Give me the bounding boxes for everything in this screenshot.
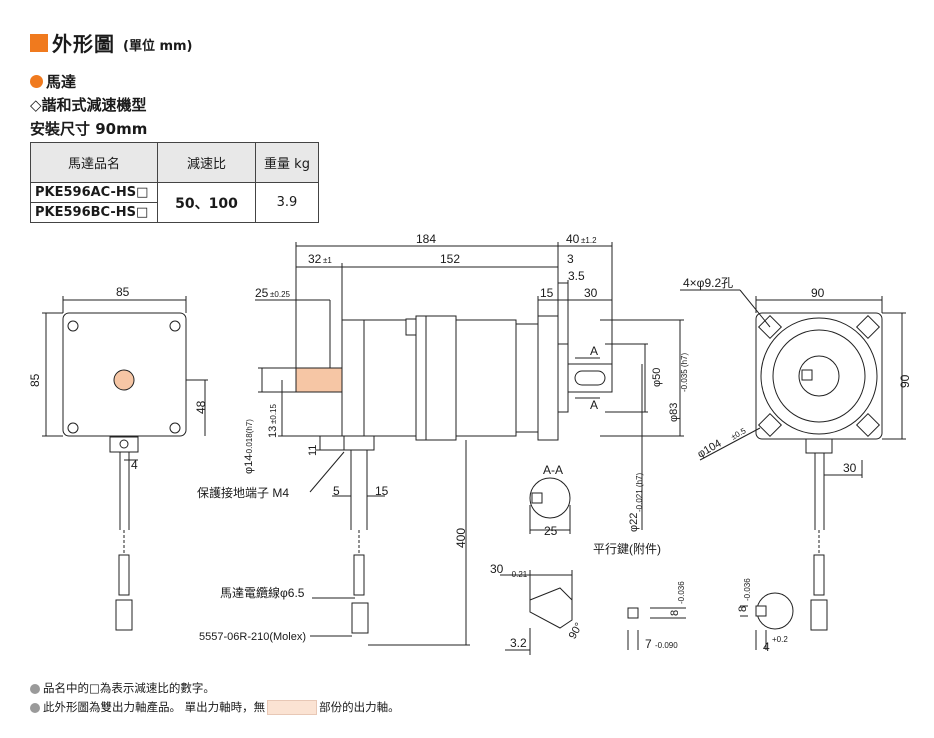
note-bullet-icon [30, 683, 40, 694]
dim-3: 3 [567, 252, 574, 266]
key-title: 平行鍵(附件) [593, 541, 661, 556]
dim-front-width: 85 [116, 285, 130, 299]
key-dim-8b: 8 [737, 606, 749, 612]
dim-phi14-tol: -0.018(h7) [245, 419, 254, 456]
dim-end-width: 90 [811, 286, 825, 300]
weight-cell: 3.9 [255, 182, 319, 223]
ratio-cell: 50、100 [157, 182, 256, 223]
title-marker-icon [30, 33, 48, 52]
key-dim-8b-tol: -0.036 [743, 578, 752, 601]
dim-front-center: 48 [194, 400, 208, 414]
dim-5: 5 [333, 484, 340, 498]
note-1: 品名中的□為表示減速比的數字。 [30, 679, 400, 698]
dim-3-5: 3.5 [568, 269, 585, 283]
dim-13: 13 [267, 426, 279, 438]
dim-phi83-tol: -0.035 (h7) [680, 353, 689, 392]
dim-pcd: φ104 [696, 437, 724, 460]
bullet-icon [30, 75, 43, 88]
dim-phi22: φ22 [628, 513, 640, 532]
shaft-end-circle [113, 369, 135, 391]
col-header-model: 馬達品名 [30, 142, 158, 183]
dim-40-tol: ±1.2 [581, 236, 597, 245]
section-aa-title: A-A [543, 463, 563, 477]
ground-terminal-label: 保護接地端子 M4 [197, 485, 289, 500]
dim-overall: 184 [416, 232, 436, 246]
dim-phi22-tol: -0.021 (h7) [635, 473, 644, 512]
model-cell: PKE596AC-HS□ [30, 182, 158, 203]
dim-30: 30 [584, 286, 598, 300]
dim-front-offset: 4 [131, 458, 138, 472]
model-cell: PKE596BC-HS□ [30, 202, 158, 223]
dim-pcd-tol: ±0.5 [730, 426, 748, 442]
dim-end-height: 90 [898, 374, 912, 388]
note-2-text-a: 此外形圖為雙出力軸產品。 單出力軸時，無 [43, 700, 266, 714]
dim-25: 25 [255, 286, 269, 300]
page-title: 外形圖 (單位 mm) [30, 28, 193, 57]
output-shaft [295, 367, 343, 393]
dim-end-30: 30 [843, 461, 857, 475]
subtitle: ◇諧和式減速機型 [30, 96, 147, 114]
table-row: PKE596AC-HS□ 50、100 3.9 [30, 182, 319, 223]
dim-40: 40 [566, 232, 580, 246]
key-dim-7-tol: -0.090 [655, 641, 678, 650]
col-header-ratio: 減速比 [157, 142, 256, 183]
dim-13-tol: ±0.15 [269, 403, 278, 424]
shaft-shade-swatch [267, 700, 318, 715]
dim-phi14: φ14 [243, 455, 255, 474]
key-dim-4: 4 [763, 640, 770, 654]
dim-phi83: φ83 [668, 403, 680, 422]
dim-phi50: φ50 [651, 368, 663, 387]
table-row: PKE596BC-HS□ [30, 202, 319, 223]
key-dim-3-2: 3.2 [510, 636, 527, 650]
connector-label: 5557-06R-210(Molex) [199, 631, 306, 643]
title-text: 外形圖 [52, 32, 115, 56]
note-bullet-icon [30, 702, 40, 713]
motor-front-face [62, 312, 187, 437]
key-dim-30-tol: -0.21 [509, 570, 528, 579]
key-dim-7: 7 [645, 637, 652, 651]
dim-15: 15 [540, 286, 554, 300]
section-mark-a-bottom: A [590, 398, 598, 412]
col-header-weight: 重量 kg [255, 142, 319, 183]
dim-15b: 15 [375, 484, 389, 498]
note-2-text-b: 部份的出力軸。 [319, 700, 400, 714]
section-label: 馬達 [46, 73, 77, 91]
holes-label: 4×φ9.2孔 [683, 276, 733, 290]
section-aa-25: 25 [544, 524, 558, 538]
dim-32: 32 [308, 252, 322, 266]
dim-front-height: 85 [28, 373, 42, 387]
dim-152: 152 [440, 252, 460, 266]
key-dim-4-tol: +0.2 [772, 635, 788, 644]
notes: 品名中的□為表示減速比的數字。 此外形圖為雙出力軸產品。 單出力軸時，無 部份的… [30, 679, 400, 717]
gear-end-face [755, 312, 883, 440]
dim-400: 400 [454, 528, 468, 548]
cable-label: 馬達電纜線φ6.5 [220, 585, 305, 600]
spec-table: 馬達品名 減速比 重量 kg PKE596AC-HS□ 50、100 3.9 P… [30, 142, 319, 223]
title-unit: (單位 mm) [123, 39, 193, 54]
mount-size: 安裝尺寸 90mm [30, 120, 148, 138]
note-1-text: 品名中的□為表示減速比的數字。 [43, 681, 215, 695]
key-dim-8-tol: -0.036 [677, 581, 686, 604]
section-heading: 馬達 [30, 71, 76, 92]
dim-11: 11 [307, 445, 319, 456]
key-dim-30: 30 [490, 562, 504, 576]
dim-32-tol: ±1 [323, 256, 332, 265]
table-header-row: 馬達品名 減速比 重量 kg [30, 142, 319, 183]
key-dim-8: 8 [669, 610, 681, 616]
section-mark-a-top: A [590, 344, 598, 358]
key-angle: 90° [567, 621, 586, 641]
note-2: 此外形圖為雙出力軸產品。 單出力軸時，無 部份的出力軸。 [30, 698, 400, 717]
dim-25-tol: ±0.25 [270, 290, 291, 299]
